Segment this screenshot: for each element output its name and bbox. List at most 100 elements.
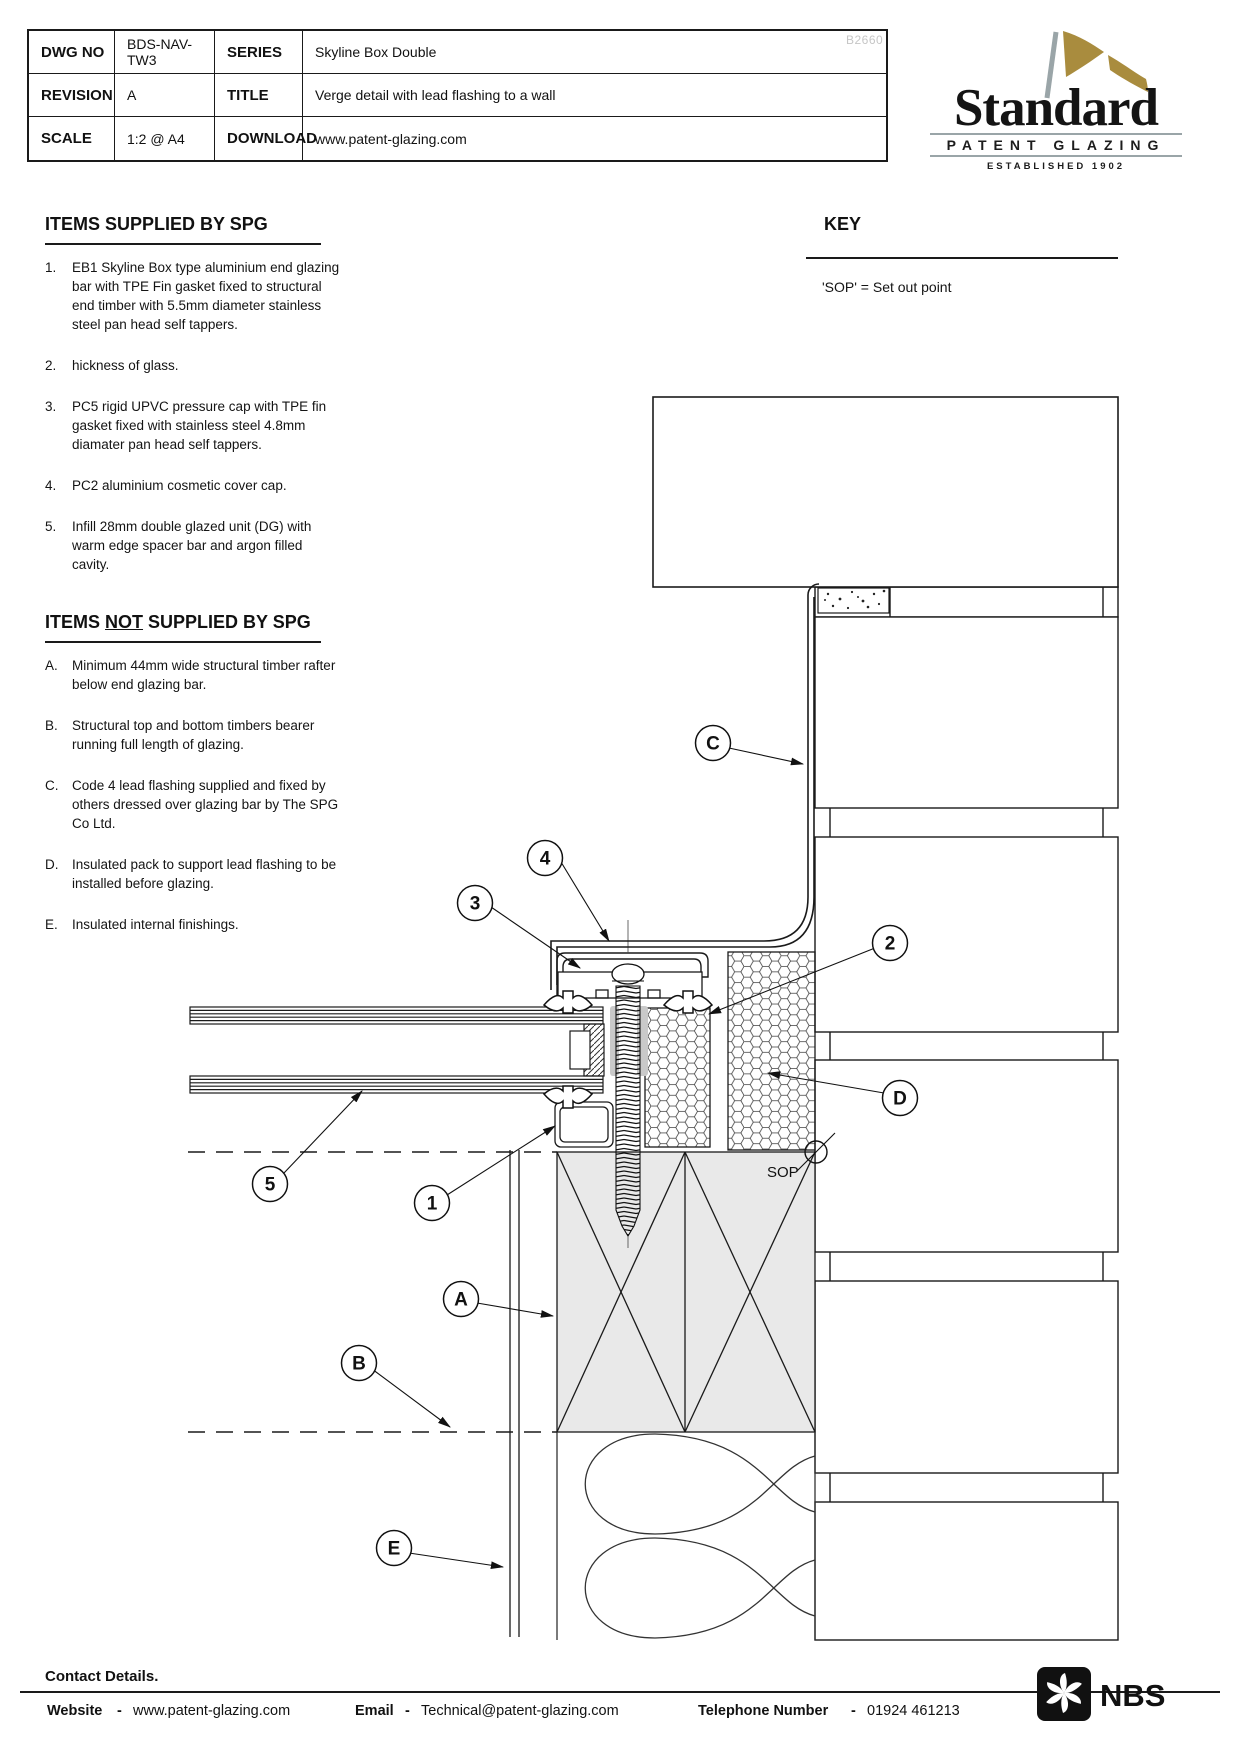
item-number: E. — [45, 917, 58, 932]
sop-label: SOP — [767, 1164, 799, 1181]
list-item: E. Insulated internal finishings. — [45, 915, 343, 934]
internal-lining — [509, 1150, 520, 1637]
contact-heading: Contact Details. — [45, 1668, 159, 1685]
callout-4: 4 — [526, 839, 564, 877]
logo-rule-top — [930, 133, 1182, 135]
item-number: 2. — [45, 358, 57, 373]
upper-wall-block — [652, 396, 1119, 588]
item-text: Insulated internal finishings. — [72, 917, 239, 932]
item-text: Minimum 44mm wide structural timber raft… — [72, 658, 336, 692]
svg-text:1: 1 — [427, 1194, 438, 1215]
brick-wall — [814, 586, 1119, 1641]
tpe-gaskets — [542, 990, 714, 1109]
logo-established: ESTABLISHED 1902 — [986, 161, 1126, 172]
title-block-table: DWG NO BDS-NAV-TW3 SERIES Skyline Box Do… — [27, 29, 888, 162]
item-text: PC5 rigid UPVC pressure cap with TPE fin… — [72, 399, 327, 452]
scale-label: SCALE — [29, 117, 115, 160]
item-number: 3. — [45, 399, 57, 414]
callout-1: 1 — [413, 1184, 451, 1222]
mortar-joint-ticks — [829, 808, 1104, 1502]
item-number: 4. — [45, 478, 57, 493]
key-heading: KEY — [824, 214, 862, 234]
list-item: 3. PC5 rigid UPVC pressure cap with TPE f… — [45, 397, 343, 454]
svg-text:A: A — [454, 1290, 468, 1311]
not-supplied-heading: ITEMS NOT SUPPLIED BY SPG — [45, 612, 311, 633]
callout-C: C — [694, 724, 732, 762]
not-supplied-list: A. Minimum 44mm wide structural timber ra… — [45, 656, 343, 956]
nbs-label: NBS — [1100, 1678, 1166, 1713]
item-number: C. — [45, 778, 59, 793]
svg-text:E: E — [388, 1539, 401, 1560]
item-text: Infill 28mm double glazed unit (DG) with… — [72, 519, 312, 572]
item-text: Insulated pack to support lead flashing … — [72, 857, 337, 891]
revision-label: REVISION — [29, 74, 115, 117]
item-text: Code 4 lead flashing supplied and fixed … — [72, 778, 339, 831]
verge-detail-drawing: SOP 1 2 3 4 5 A B C D E — [188, 396, 1119, 1641]
item-text: hickness of glass. — [72, 358, 179, 373]
timber-rafter — [556, 1151, 816, 1433]
key-rule — [806, 257, 1118, 259]
dwg-no-value: BDS-NAV-TW3 — [115, 31, 215, 74]
callout-3: 3 — [456, 884, 494, 922]
item-number: B. — [45, 718, 58, 733]
quilt-insulation — [556, 1432, 816, 1640]
list-item: 1. EB1 Skyline Box type aluminium end gla… — [45, 258, 343, 334]
logo-subtitle: PATENT GLAZING — [946, 137, 1166, 153]
logo-rule-bottom — [930, 155, 1182, 157]
series-label: SERIES — [215, 31, 303, 74]
list-item: B. Structural top and bottom timbers bear… — [45, 716, 343, 754]
company-logo: Standard PATENT GLAZING ESTABLISHED 1902 — [930, 22, 1182, 172]
title-value: Verge detail with lead flashing to a wal… — [303, 74, 886, 117]
svg-text:B: B — [352, 1354, 366, 1375]
svg-text:4: 4 — [540, 849, 551, 870]
hidden-bearer-lines — [188, 1151, 557, 1433]
sop-marker: SOP — [767, 1132, 836, 1181]
insulated-pack-narrow — [644, 1007, 711, 1148]
item-number: D. — [45, 857, 59, 872]
nbs-icon — [1037, 1667, 1091, 1721]
callout-E: E — [375, 1529, 413, 1567]
list-item: 4. PC2 aluminium cosmetic cover cap. — [45, 476, 343, 495]
flag-icon — [1044, 31, 1148, 99]
item-number: A. — [45, 658, 58, 673]
item-text: EB1 Skyline Box type aluminium end glazi… — [72, 260, 340, 332]
download-value[interactable]: www.patent-glazing.com — [315, 130, 467, 147]
callout-5: 5 — [251, 1165, 289, 1203]
double-glazed-unit — [189, 1006, 605, 1094]
website-value[interactable]: www.patent-glazing.com — [133, 1703, 291, 1719]
lead-flashing — [550, 583, 820, 990]
phone-value: 01924 461213 — [867, 1703, 960, 1719]
fixing-screw — [611, 920, 645, 1248]
revision-value: A — [115, 74, 215, 117]
list-item: C. Code 4 lead flashing supplied and fixe… — [45, 776, 343, 833]
svg-text:D: D — [893, 1089, 907, 1110]
item-text: PC2 aluminium cosmetic cover cap. — [72, 478, 287, 493]
email-value[interactable]: Technical@patent-glazing.com — [421, 1703, 619, 1719]
supplied-heading: ITEMS SUPPLIED BY SPG — [45, 214, 268, 234]
screw-head — [611, 963, 645, 985]
supplied-list: 1. EB1 Skyline Box type aluminium end gla… — [45, 258, 343, 596]
svg-text:3: 3 — [470, 894, 481, 915]
website-label: Website — [47, 1703, 103, 1719]
heading-not: NOT — [105, 612, 144, 632]
title-label: TITLE — [215, 74, 303, 117]
supplied-rule — [45, 243, 321, 245]
item-number: 1. — [45, 260, 57, 275]
callout-2: 2 — [871, 924, 909, 962]
scale-value: 1:2 @ A4 — [115, 117, 215, 160]
key-entry: 'SOP' = Set out point — [822, 279, 952, 295]
item-text: Structural top and bottom timbers bearer… — [72, 718, 315, 752]
svg-text:2: 2 — [885, 934, 896, 955]
heading-part: SUPPLIED BY SPG — [143, 612, 311, 632]
svg-text:5: 5 — [265, 1175, 276, 1196]
series-value: Skyline Box Double — [303, 31, 886, 74]
svg-text:C: C — [706, 734, 720, 755]
list-item: D. Insulated pack to support lead flashin… — [45, 855, 343, 893]
dwg-no-label: DWG NO — [29, 31, 115, 74]
heading-part: ITEMS — [45, 612, 106, 632]
callout-balloons: 1 2 3 4 5 A B C D E — [251, 724, 919, 1567]
download-label: DOWNLOAD — [215, 117, 317, 160]
separator: - — [851, 1703, 856, 1719]
list-item: 5.Infill 28mm double glazed unit (DG) wi… — [45, 517, 343, 574]
